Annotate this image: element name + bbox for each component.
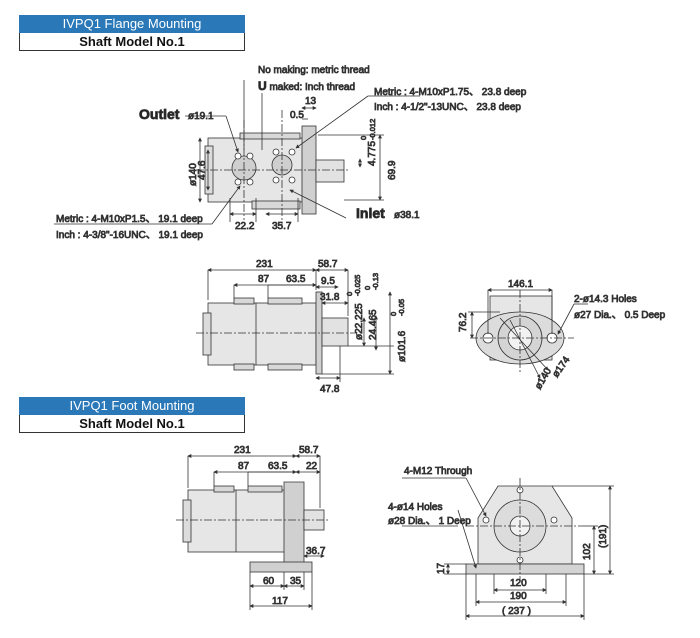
u-marking-note: U maked: Inch thread xyxy=(258,79,355,93)
end-spot-note: ø27 Dia.、 0.5 Deep xyxy=(574,310,666,321)
flange-subtitle: Shaft Model No.1 xyxy=(19,33,245,51)
no-marking-note: No making: metric thread xyxy=(258,65,370,76)
foot-section-header: IVPQ1 Foot Mounting Shaft Model No.1 xyxy=(19,397,245,433)
inlet-label: Inlet xyxy=(356,205,385,221)
foot-holes-note: 4-ø14 Holes xyxy=(388,502,442,513)
foot-through-note: 4-M12 Through xyxy=(404,466,472,477)
dim-22-225: ø22.225 xyxy=(354,303,365,340)
dim-63-5: 63.5 xyxy=(286,274,306,285)
flange-top-dim-lines xyxy=(207,268,394,382)
foot-dim-36-7: 36.7 xyxy=(306,546,326,557)
foot-side-labels: 231 58.7 87 63.5 22 36.7 60 35 117 xyxy=(234,445,327,608)
foot-end-dim-lines xyxy=(402,477,614,620)
outlet-label: Outlet xyxy=(139,106,180,122)
outlet-size: ø19.1 xyxy=(188,111,214,122)
foot-dim-35: 35 xyxy=(290,576,302,587)
flange-side-labels: No making: metric thread U maked: Inch t… xyxy=(56,65,528,242)
metric-bottom-thread: Metric : 4-M10xP1.5、 19.1 deep xyxy=(56,214,203,225)
inch-top-thread: Inch : 4-1/2"-13UNC、 23.8 deep xyxy=(374,102,521,113)
tol-4-775-lower: -0.012 xyxy=(368,119,377,140)
foot-dim-117: 117 xyxy=(272,596,288,607)
dim-47-8: 47.8 xyxy=(320,384,340,395)
foot-dim-191: (191) xyxy=(598,525,609,548)
flange-top-view xyxy=(196,291,356,375)
dim-87: 87 xyxy=(258,274,270,285)
foot-dim-237: ( 237 ) xyxy=(502,606,531,617)
dim-101-6: ø101.6 xyxy=(397,330,408,362)
foot-dim-190: 190 xyxy=(510,591,527,602)
foot-title: IVPQ1 Foot Mounting xyxy=(19,397,245,415)
dim-140-end: ø140 xyxy=(533,366,554,392)
foot-dim-120: 120 xyxy=(510,578,527,589)
foot-dim-60: 60 xyxy=(263,576,275,587)
dim-13: 13 xyxy=(305,96,317,107)
foot-end-view xyxy=(465,478,585,580)
dim-47-6: 47.6 xyxy=(197,160,208,180)
foot-side-view xyxy=(176,481,330,573)
dim-58-7: 58.7 xyxy=(318,259,338,270)
foot-dim-63-5: 63.5 xyxy=(268,461,288,472)
dim-231: 231 xyxy=(256,259,273,270)
flange-title: IVPQ1 Flange Mounting xyxy=(19,15,245,33)
foot-subtitle: Shaft Model No.1 xyxy=(19,415,245,433)
tol-24-465-upper: 0 xyxy=(363,286,372,290)
foot-dim-17: 17 xyxy=(436,562,447,574)
inlet-size: ø38.1 xyxy=(394,210,420,221)
foot-dim-58-7: 58.7 xyxy=(299,445,319,456)
flange-end-view xyxy=(470,290,574,372)
tol-101-6-upper: 0 xyxy=(389,312,398,316)
foot-end-labels: 4-M12 Through 4-ø14 Holes ø28 Dia.、 1 De… xyxy=(388,466,610,618)
foot-spot-note: ø28 Dia.、 1 Deep xyxy=(388,516,471,527)
dim-140: ø140 xyxy=(188,163,199,186)
dim-24-465: 24.465 xyxy=(368,309,379,340)
tol-24-465-lower: -0.13 xyxy=(371,273,380,290)
dim-69-9: 69.9 xyxy=(387,160,398,180)
flange-top-labels: 231 58.7 87 63.5 9.5 31.8 ø22.225 0 -0.0… xyxy=(256,259,409,396)
dim-174: ø174 xyxy=(550,354,572,379)
dim-35-7: 35.7 xyxy=(272,221,292,232)
foot-dim-22: 22 xyxy=(306,461,318,472)
dim-146-1: 146.1 xyxy=(508,279,533,290)
metric-top-thread: Metric : 4-M10xP1.75、 23.8 deep xyxy=(374,87,527,98)
dim-4-775: 4.775 xyxy=(367,141,378,166)
tol-101-6-lower: -0.05 xyxy=(397,299,406,316)
tol-22-225-lower: -0.025 xyxy=(353,275,362,296)
flange-section-header: IVPQ1 Flange Mounting Shaft Model No.1 xyxy=(19,15,245,51)
foot-dim-102: 102 xyxy=(582,543,593,560)
dim-22-2: 22.2 xyxy=(235,221,255,232)
end-holes-note: 2-ø14.3 Holes xyxy=(574,294,637,305)
dim-31-8: 31.8 xyxy=(320,292,340,303)
inch-bottom-thread: Inch : 4-3/8"-16UNC、 19.1 deep xyxy=(56,230,203,241)
foot-side-dim-lines xyxy=(187,454,325,610)
tol-4-775-upper: 0 xyxy=(359,136,368,140)
flange-end-dim-lines xyxy=(468,288,588,379)
dim-9-5: 9.5 xyxy=(321,276,335,287)
foot-dim-231: 231 xyxy=(234,445,251,456)
flange-side-view xyxy=(196,110,350,225)
flange-side-dim-lines xyxy=(54,80,420,225)
dim-76-2: 76.2 xyxy=(458,312,469,332)
dim-0-5: 0.5 xyxy=(290,110,304,121)
tol-22-225-upper: 0 xyxy=(345,292,354,296)
foot-dim-87: 87 xyxy=(238,461,250,472)
